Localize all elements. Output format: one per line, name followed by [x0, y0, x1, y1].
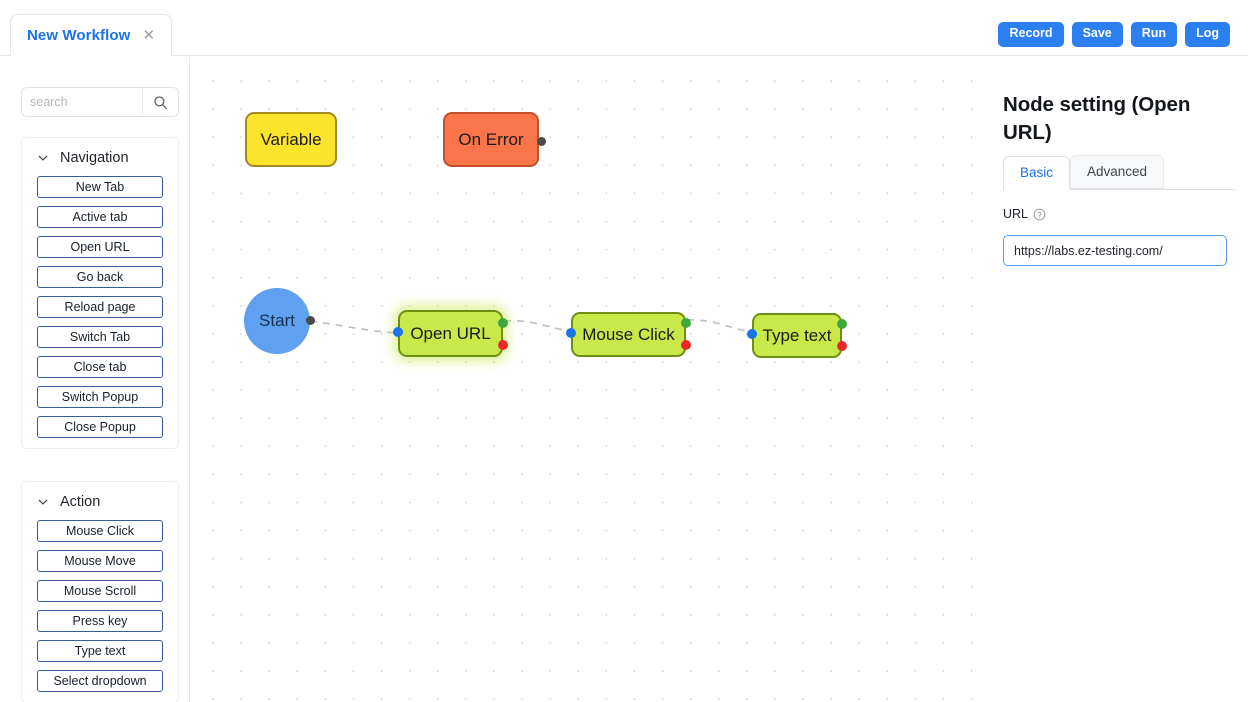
sidebar-group-action-items: Mouse Click Mouse Move Mouse Scroll Pres…: [22, 520, 178, 692]
sidebar-group-navigation-header[interactable]: Navigation: [22, 146, 178, 176]
sidebar-item-mouse-scroll[interactable]: Mouse Scroll: [37, 580, 163, 602]
node-on-error-label: On Error: [458, 129, 524, 149]
search-icon[interactable]: [142, 88, 178, 116]
sidebar-group-action: Action Mouse Click Mouse Move Mouse Scro…: [21, 481, 179, 702]
question-circle-icon[interactable]: [1033, 208, 1046, 221]
node-open-url-output-port[interactable]: [498, 318, 508, 328]
node-type-text-input-port[interactable]: [747, 329, 757, 339]
workflow-tab-label: New Workflow: [27, 27, 131, 44]
tab-advanced[interactable]: Advanced: [1070, 155, 1165, 190]
node-mouse-click[interactable]: Mouse Click: [566, 312, 691, 357]
url-field-label: URL: [1003, 207, 1046, 221]
sidebar-item-close-tab[interactable]: Close tab: [37, 356, 163, 378]
workflow-edges: [309, 319, 753, 334]
node-open-url-label: Open URL: [410, 323, 491, 343]
node-mouse-click-error-port[interactable]: [681, 340, 691, 350]
tab-basic[interactable]: Basic: [1003, 156, 1071, 191]
sidebar-item-mouse-click[interactable]: Mouse Click: [37, 520, 163, 542]
url-label-text: URL: [1003, 207, 1029, 221]
node-mouse-click-output-port[interactable]: [681, 318, 691, 328]
sidebar-item-go-back[interactable]: Go back: [37, 266, 163, 288]
chevron-down-icon: [37, 495, 49, 507]
sidebar-item-switch-tab[interactable]: Switch Tab: [37, 326, 163, 348]
node-mouse-click-label: Mouse Click: [582, 324, 675, 344]
chevron-down-icon: [37, 151, 49, 163]
panel-tabs: Basic Advanced: [1003, 155, 1236, 191]
node-type-text-label: Type text: [762, 325, 832, 345]
sidebar-item-mouse-move[interactable]: Mouse Move: [37, 550, 163, 572]
node-variable-label: Variable: [260, 129, 322, 149]
run-button[interactable]: Run: [1130, 22, 1178, 47]
node-variable[interactable]: Variable: [245, 112, 337, 167]
sidebar-group-navigation-items: New Tab Active tab Open URL Go back Relo…: [22, 176, 178, 438]
sidebar-item-reload-page[interactable]: Reload page: [37, 296, 163, 318]
close-icon[interactable]: ✕: [142, 27, 156, 44]
sidebar-item-select-dropdown[interactable]: Select dropdown: [37, 670, 163, 692]
sidebar-item-type-text[interactable]: Type text: [37, 640, 163, 662]
sidebar-item-switch-popup[interactable]: Switch Popup: [37, 386, 163, 408]
sidebar-item-open-url[interactable]: Open URL: [37, 236, 163, 258]
node-on-error-output-port[interactable]: [537, 137, 546, 146]
sidebar-group-action-header[interactable]: Action: [22, 490, 178, 520]
save-button[interactable]: Save: [1071, 22, 1123, 47]
sidebar-group-navigation: Navigation New Tab Active tab Open URL G…: [21, 137, 179, 449]
node-start[interactable]: Start: [244, 288, 315, 354]
workflow-tab[interactable]: New Workflow ✕: [10, 14, 173, 57]
node-on-error[interactable]: On Error: [443, 112, 546, 167]
edge-start-open-url: [309, 320, 399, 334]
node-type-text-output-port[interactable]: [837, 319, 847, 329]
node-open-url[interactable]: Open URL: [393, 310, 508, 357]
node-start-label: Start: [259, 311, 295, 330]
sidebar-item-active-tab[interactable]: Active tab: [37, 206, 163, 228]
edge-mouse-click-type-text: [686, 319, 753, 333]
top-actions: Record Save Run Log: [998, 22, 1230, 47]
search-input[interactable]: [22, 88, 142, 116]
sidebar-item-close-popup[interactable]: Close Popup: [37, 416, 163, 438]
log-button[interactable]: Log: [1185, 22, 1230, 47]
top-bar: New Workflow ✕ Record Save Run Log: [0, 0, 1248, 57]
sidebar-group-navigation-title: Navigation: [60, 150, 129, 166]
node-type-text[interactable]: Type text: [747, 313, 847, 358]
node-mouse-click-input-port[interactable]: [566, 328, 576, 338]
node-open-url-error-port[interactable]: [498, 340, 508, 350]
sidebar-item-new-tab[interactable]: New Tab: [37, 176, 163, 198]
workflow-canvas[interactable]: Variable On Error Start Open URL Mouse C…: [191, 57, 991, 702]
sidebar-group-action-title: Action: [60, 494, 101, 510]
node-setting-panel: Node setting (Open URL) Basic Advanced U…: [991, 57, 1248, 702]
node-start-output-port[interactable]: [306, 316, 315, 325]
left-sidebar: Navigation New Tab Active tab Open URL G…: [0, 57, 190, 702]
edge-open-url-mouse-click: [503, 319, 572, 332]
record-button[interactable]: Record: [998, 22, 1064, 47]
node-type-text-error-port[interactable]: [837, 341, 847, 351]
node-open-url-input-port[interactable]: [393, 327, 403, 337]
url-input[interactable]: [1003, 235, 1227, 266]
search-box[interactable]: [21, 87, 179, 117]
sidebar-item-press-key[interactable]: Press key: [37, 610, 163, 632]
page-title: Node setting (Open URL): [1003, 93, 1191, 145]
